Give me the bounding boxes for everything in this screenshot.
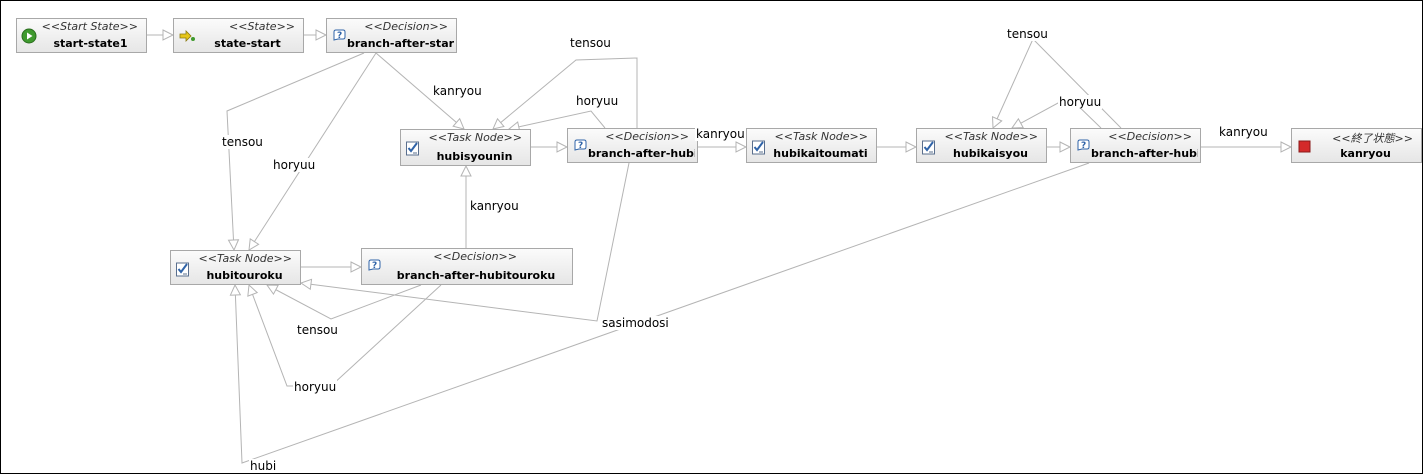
node-name: hubikaisyou [953, 147, 1028, 160]
transition-branch-start-tensou[interactable] [226, 52, 365, 251]
node-branch-after-hubisy[interactable]: ? <<Decision>> branch-after-hubisy [567, 128, 698, 163]
node-state-start[interactable]: <<State>> state-start [173, 18, 304, 53]
node-kanryou-end[interactable]: <<終了状態>> kanryou [1291, 128, 1422, 163]
node-hubitouroku[interactable]: <<Task Node>> hubitouroku [170, 250, 301, 285]
arrowhead [315, 29, 328, 41]
task-icon [921, 138, 939, 156]
node-name: branch-after-hubitouroku [396, 269, 556, 282]
node-name: hubitouroku [206, 269, 283, 282]
transition-hubisy-tensou[interactable] [492, 57, 638, 130]
edge-label-horyuu: horyuu [293, 380, 338, 394]
node-stereotype: <<Decision>> [364, 20, 448, 33]
node-hubikaisyou[interactable]: <<Task Node>> hubikaisyou [916, 128, 1047, 163]
transition-hubisy-horyuu[interactable] [508, 110, 606, 130]
arrowhead [266, 284, 279, 296]
start-icon [21, 28, 39, 46]
node-hubikaitoumati[interactable]: <<Task Node>> hubikaitoumati [746, 128, 877, 163]
node-name: branch-after-hubisy [588, 147, 695, 160]
arrowhead [227, 239, 240, 252]
transition-touroku-tensou[interactable] [266, 284, 422, 320]
node-stereotype: <<Start State>> [41, 20, 138, 33]
svg-text:?: ? [337, 31, 342, 41]
arrowhead [248, 238, 260, 251]
node-name: kanryou [1340, 147, 1391, 160]
arrowhead [350, 261, 363, 273]
arrowhead [299, 278, 313, 291]
arrowhead [735, 141, 748, 153]
svg-text:?: ? [372, 261, 377, 271]
decision-icon: ? [572, 138, 590, 156]
node-stereotype: <<Task Node>> [198, 252, 292, 265]
transition-branch-start-horyuu[interactable] [248, 52, 377, 251]
task-icon [405, 139, 423, 157]
edge-label-kanryou: kanryou [1218, 125, 1269, 139]
node-name: hubisyounin [436, 150, 513, 163]
node-stereotype: <<Task Node>> [774, 130, 868, 143]
transition-touroku-horyuu[interactable] [248, 284, 442, 387]
arrowhead [229, 283, 242, 296]
node-branch-after-hubika[interactable]: ? <<Decision>> branch-after-hubika [1070, 128, 1201, 163]
decision-icon: ? [366, 258, 384, 276]
node-name: branch-after-hubika [1091, 147, 1198, 160]
edge-label-horyuu: horyuu [1058, 95, 1103, 109]
transition-lines [147, 29, 1293, 464]
node-stereotype: <<State>> [229, 20, 295, 33]
node-start-state1[interactable]: <<Start State>> start-state1 [16, 18, 147, 53]
transition-hubika-hubi[interactable] [234, 162, 1090, 464]
node-branch-after-start[interactable]: ? <<Decision>> branch-after-start [326, 18, 457, 53]
node-name: state-start [214, 37, 281, 50]
node-stereotype: <<終了状態>> [1332, 132, 1413, 145]
arrowhead [492, 117, 505, 130]
edge-label-kanryou: kanryou [469, 199, 520, 213]
svg-text:?: ? [578, 141, 583, 151]
task-icon [175, 260, 193, 278]
end-icon [1296, 138, 1314, 156]
edge-label-kanryou: kanryou [695, 127, 746, 141]
edge-label-sasimodosi: sasimodosi [601, 316, 670, 330]
arrowhead [1011, 117, 1024, 129]
node-branch-after-hubitouroku[interactable]: ? <<Decision>> branch-after-hubitouroku [361, 248, 573, 285]
arrowhead [460, 164, 472, 177]
arrowhead [162, 29, 175, 41]
task-icon [751, 138, 769, 156]
edge-label-tensou: tensou [221, 135, 264, 149]
node-name: start-state1 [53, 37, 128, 50]
node-name: branch-after-start [347, 37, 454, 50]
state-icon [178, 28, 196, 46]
arrowhead [1059, 141, 1072, 153]
arrowhead [992, 116, 1003, 130]
node-stereotype: <<Task Node>> [944, 130, 1038, 143]
arrowhead [452, 117, 465, 130]
node-hubisyounin[interactable]: <<Task Node>> hubisyounin [400, 129, 531, 166]
node-stereotype: <<Decision>> [1108, 130, 1192, 143]
node-stereotype: <<Decision>> [433, 250, 517, 263]
node-name: hubikaitoumati [773, 147, 868, 160]
edge-label-horyuu: horyuu [575, 94, 620, 108]
arrowhead [556, 141, 569, 153]
arrowhead [1280, 141, 1293, 153]
edge-label-hubi: hubi [249, 459, 278, 473]
decision-icon: ? [1075, 138, 1093, 156]
transition-hubisy-sasimodosi[interactable] [300, 162, 630, 322]
edge-label-tensou: tensou [1006, 27, 1049, 41]
edge-label-kanryou: kanryou [432, 84, 483, 98]
node-stereotype: <<Task Node>> [428, 131, 522, 144]
decision-icon: ? [331, 28, 349, 46]
edge-label-tensou: tensou [569, 36, 612, 50]
svg-text:?: ? [1081, 141, 1086, 151]
arrowhead [247, 283, 259, 297]
node-stereotype: <<Decision>> [605, 130, 689, 143]
transition-hubika-tensou[interactable] [992, 38, 1122, 129]
edge-label-horyuu: horyuu [272, 158, 317, 172]
edge-label-tensou: tensou [296, 323, 339, 337]
transition-branch-start-kanryou[interactable] [375, 52, 465, 130]
arrowhead [905, 141, 918, 153]
